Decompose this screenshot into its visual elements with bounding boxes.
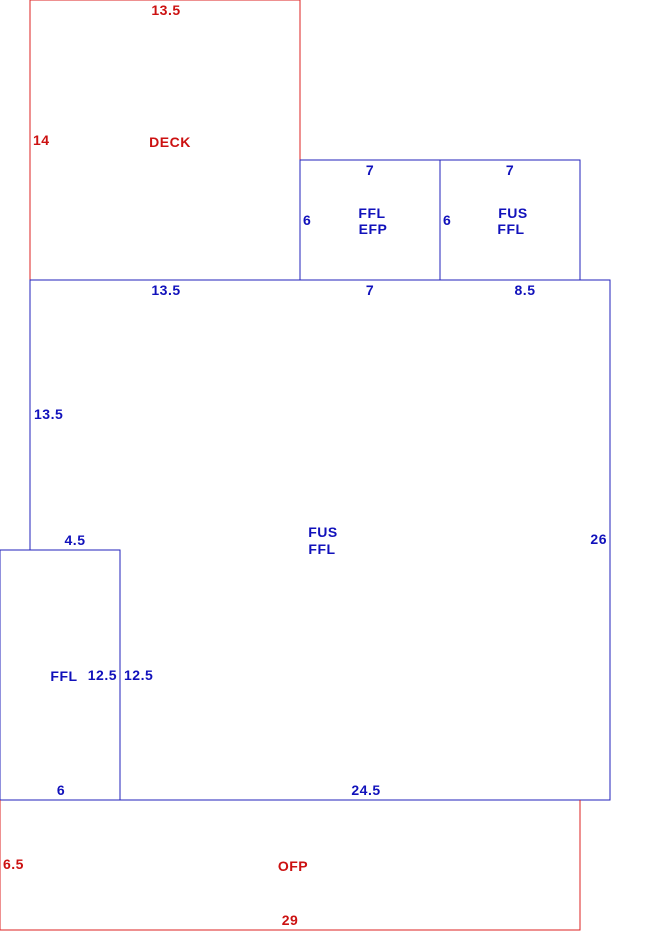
main-label-line2: FFL	[308, 541, 335, 557]
main-top-dimension-c: 8.5	[515, 282, 536, 298]
main-top-dimension-b: 7	[366, 282, 374, 298]
main-top-dimension-a: 13.5	[151, 282, 180, 298]
room-ffl-left-label: FFL	[50, 668, 77, 684]
room-ffl-efp-label-line2: EFP	[359, 221, 388, 237]
room-fus-ffl-small-top-dimension: 7	[506, 162, 514, 178]
room-fus-ffl-small-label-line2: FFL	[497, 221, 524, 237]
room-ffl-left-right-dimension: 12.5	[88, 667, 117, 683]
ofp-left-dimension: 6.5	[3, 856, 24, 872]
deck-label: DECK	[149, 134, 191, 150]
main-right-dimension: 26	[590, 531, 607, 547]
room-fus-ffl-small-left-dimension: 6	[443, 212, 451, 228]
main-area-outline	[29, 279, 611, 801]
deck-top-dimension: 13.5	[151, 2, 180, 18]
room-ffl-efp-top-dimension: 7	[366, 162, 374, 178]
main-label-line1: FUS	[308, 524, 338, 540]
ofp-bottom-dimension: 29	[282, 912, 299, 928]
deck-left-dimension: 14	[33, 132, 50, 148]
main-step-dimension: 4.5	[65, 532, 86, 548]
ofp-outline	[0, 800, 581, 931]
room-ffl-efp-left-dimension: 6	[303, 212, 311, 228]
main-left-upper-dimension: 13.5	[34, 406, 63, 422]
room-ffl-left-bottom-dimension: 6	[57, 782, 65, 798]
main-left-lower-dimension: 12.5	[124, 667, 153, 683]
room-ffl-efp-label-line1: FFL	[358, 205, 385, 221]
room-ffl-left-outline	[0, 549, 121, 801]
main-bottom-dimension: 24.5	[351, 782, 380, 798]
deck-outline	[29, 0, 301, 280]
ofp-label: OFP	[278, 858, 308, 874]
room-fus-ffl-small-label-line1: FUS	[498, 205, 528, 221]
